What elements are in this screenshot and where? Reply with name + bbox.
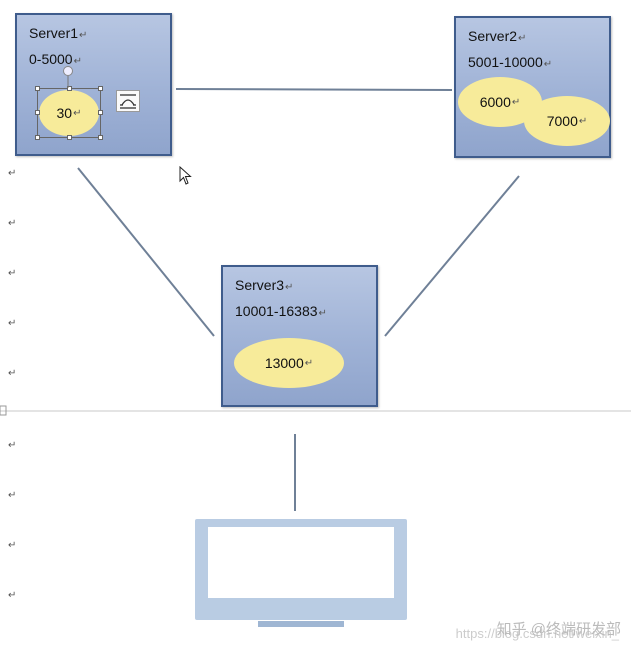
resize-handle[interactable] [35,110,40,115]
server2-slot-7000[interactable]: 7000↵ [524,96,610,146]
paragraph-mark-icon: ↵ [8,440,17,451]
server2-range: 5001-10000↵ [468,54,553,70]
resize-handle[interactable] [35,135,40,140]
rotate-handle-icon[interactable] [63,66,73,76]
watermark-url: https://blog.csdn.net/weixin_ [455,626,619,641]
server1-name: Server1↵ [29,25,88,41]
paragraph-mark-icon: ↵ [8,218,17,229]
paragraph-mark-icon: ↵ [8,368,17,379]
resize-handle[interactable] [98,86,103,91]
server2-name: Server2↵ [468,28,527,44]
paragraph-mark-icon: ↵ [8,540,17,551]
server1-slot-30[interactable]: 30↵ [39,90,99,136]
client-monitor[interactable] [195,519,407,620]
watermark-site: 知乎 @终端研发部 [496,621,621,638]
resize-handle[interactable] [67,86,72,91]
rotate-handle-stem [67,76,69,88]
paragraph-mark-icon: ↵ [8,168,17,179]
resize-handle[interactable] [35,86,40,91]
resize-handle[interactable] [98,110,103,115]
monitor-stand [258,621,344,627]
layout-options-icon[interactable] [116,90,140,112]
link-server1-server2 [175,88,453,91]
paragraph-mark-icon: ↵ [8,318,17,329]
selection-frame [37,88,101,138]
link-server1-server3 [77,167,215,337]
server3-name: Server3↵ [235,277,294,293]
paragraph-mark-icon: ↵ [8,268,17,279]
monitor-screen [208,527,394,598]
paragraph-mark-icon: ↵ [8,590,17,601]
link-server2-server3 [384,175,520,337]
resize-handle[interactable] [98,135,103,140]
server3-slot-13000[interactable]: 13000↵ [234,338,344,388]
resize-handle[interactable] [67,135,72,140]
server3-range: 10001-16383↵ [235,303,327,319]
mouse-pointer-icon [179,166,192,185]
page-divider-handle [0,405,7,416]
server1-box[interactable]: Server1↵ 0-5000↵ [15,13,172,156]
paragraph-mark-icon: ↵ [8,490,17,501]
server1-range: 0-5000↵ [29,51,82,67]
